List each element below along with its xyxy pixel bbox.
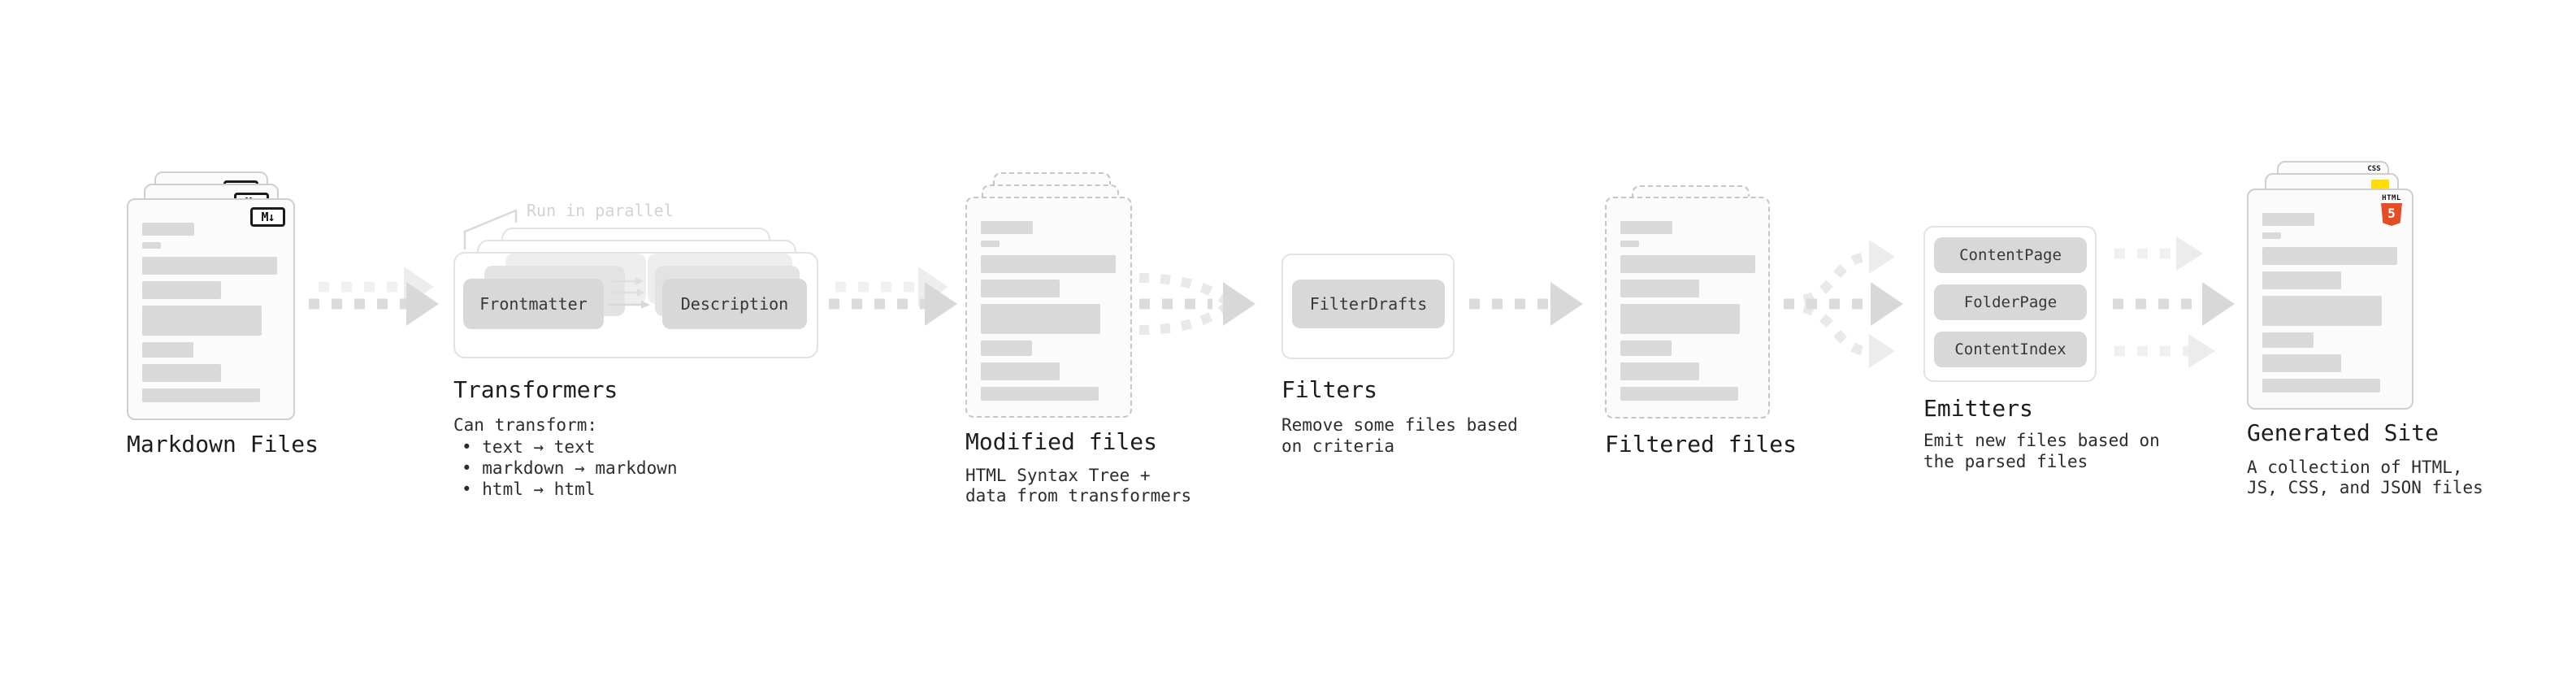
emitters-title: Emitters	[1923, 395, 2033, 422]
transformers-title: Transformers	[453, 376, 618, 403]
filters-caption: on criteria	[1281, 436, 1395, 456]
transformers-bullet: • html → html	[462, 479, 596, 499]
transformers-caption: Can transform:	[453, 415, 598, 435]
generated-site-caption: A collection of HTML,	[2247, 458, 2463, 477]
html5-shield: 5	[2381, 203, 2402, 226]
filters-caption: Remove some files based	[1281, 415, 1518, 435]
generated-file-card-html: HTML 5	[2247, 189, 2413, 410]
arrow-merge-to-filters	[1138, 273, 1255, 335]
arrow-diverge-to-emitters	[1784, 240, 1903, 368]
markdown-file-card: M↓	[127, 198, 295, 420]
contentindex-chip: ContentIndex	[1934, 332, 2087, 367]
css-badge-label: CSS	[2367, 165, 2381, 173]
modified-files-caption: HTML Syntax Tree +	[965, 466, 1151, 485]
folderpage-chip: FolderPage	[1934, 284, 2087, 320]
transformers-bullet: • text → text	[462, 437, 596, 457]
contentpage-chip: ContentPage	[1934, 237, 2087, 273]
run-in-parallel-callout-line	[463, 209, 518, 249]
frontmatter-chip: Frontmatter	[463, 279, 604, 329]
run-in-parallel-annotation: Run in parallel	[527, 201, 674, 220]
arrow-emitters-to-generated	[2113, 236, 2235, 368]
transformers-bullet: • markdown → markdown	[462, 458, 678, 478]
html5-icon: HTML 5	[2381, 194, 2402, 226]
markdown-icon: M↓	[250, 207, 285, 227]
folderpage-chip-label: FolderPage	[1963, 293, 2058, 311]
markdown-icon-label: M↓	[261, 210, 275, 224]
markdown-files-title: Markdown Files	[127, 431, 319, 458]
filtered-files-title: Filtered files	[1605, 431, 1798, 458]
filters-title: Filters	[1281, 376, 1378, 403]
modified-files-title: Modified files	[965, 428, 1158, 455]
generated-site-caption: JS, CSS, and JSON files	[2247, 478, 2483, 497]
description-chip: Description	[662, 279, 807, 329]
modified-files-caption: data from transformers	[965, 486, 1192, 505]
chip-flow-arrows	[608, 277, 650, 309]
filtered-file-card	[1605, 197, 1770, 419]
js-badge	[2371, 180, 2389, 189]
emitters-caption: Emit new files based on	[1923, 431, 2160, 450]
generated-site-title: Generated Site	[2247, 419, 2439, 446]
description-chip-label: Description	[680, 294, 789, 314]
contentindex-chip-label: ContentIndex	[1954, 340, 2066, 358]
arrow-transformers-to-modified	[829, 267, 957, 326]
filterdrafts-chip: FilterDrafts	[1292, 280, 1445, 328]
arrow-filters-to-filtered	[1469, 282, 1583, 326]
frontmatter-chip-label: Frontmatter	[479, 294, 588, 314]
arrow-markdown-to-transformers	[309, 267, 439, 326]
contentpage-chip-label: ContentPage	[1959, 246, 2062, 264]
modified-file-card	[965, 197, 1132, 418]
emitters-caption: the parsed files	[1923, 452, 2088, 471]
filterdrafts-chip-label: FilterDrafts	[1309, 294, 1428, 314]
html5-icon-label: HTML	[2382, 194, 2401, 202]
html5-shield-number: 5	[2387, 205, 2396, 221]
